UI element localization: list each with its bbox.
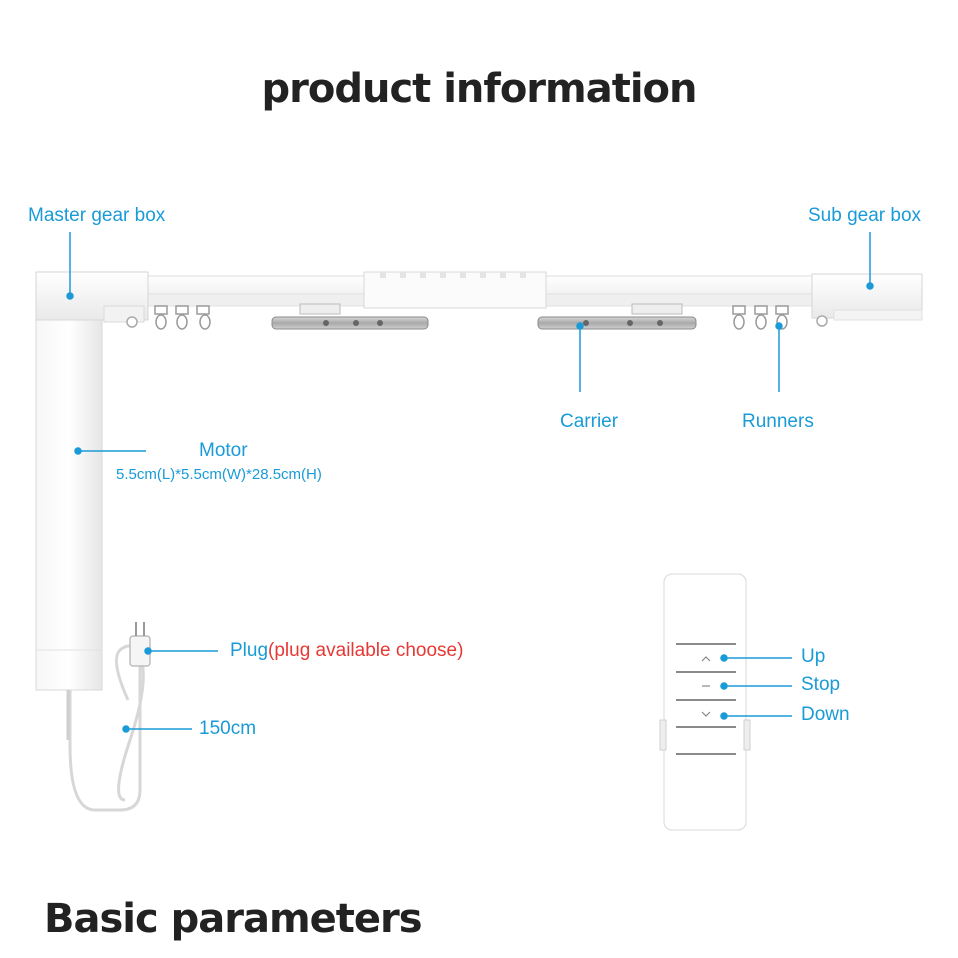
plug-note: (plug available choose) bbox=[268, 640, 464, 661]
motor bbox=[35, 319, 103, 691]
up-arrow-icon bbox=[701, 656, 711, 662]
curtain-track bbox=[147, 271, 819, 309]
plug-text: Plug bbox=[230, 640, 269, 661]
label-up: Up bbox=[801, 646, 826, 667]
callout-lines bbox=[66, 232, 874, 733]
label-plug: Plug(plug available choose) bbox=[230, 640, 463, 662]
carrier-left bbox=[271, 303, 429, 330]
label-stop: Stop bbox=[801, 674, 841, 695]
down-arrow-icon bbox=[701, 711, 711, 717]
label-down: Down bbox=[801, 704, 850, 725]
label-motor-size: 5.5cm(L)*5.5cm(W)*28.5cm(H) bbox=[116, 466, 322, 483]
label-cable-length: 150cm bbox=[199, 718, 257, 739]
runners-right bbox=[732, 305, 789, 330]
label-master-gear-box: Master gear box bbox=[28, 205, 166, 226]
plug bbox=[129, 622, 151, 667]
remote-control bbox=[659, 573, 751, 831]
carrier-right bbox=[537, 303, 697, 330]
label-runners: Runners bbox=[742, 411, 814, 432]
label-sub-gear-box: Sub gear box bbox=[808, 205, 922, 226]
label-carrier: Carrier bbox=[560, 411, 619, 432]
sub-gear-box bbox=[811, 273, 923, 327]
label-motor: Motor bbox=[199, 440, 248, 461]
page-title: product information bbox=[261, 66, 698, 112]
master-gear-box bbox=[35, 271, 149, 328]
section-title-basic-parameters: Basic parameters bbox=[44, 896, 423, 942]
runners-left bbox=[154, 305, 211, 330]
